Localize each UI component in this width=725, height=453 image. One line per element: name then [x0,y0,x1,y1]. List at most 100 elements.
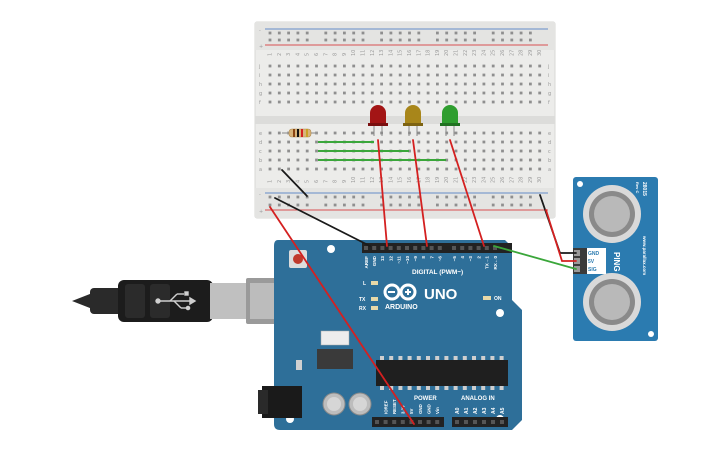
analog-pin-label: A4 [491,407,497,414]
column-number: 22 [463,50,469,56]
column-number: 9 [342,180,348,183]
column-number: 26 [500,177,506,183]
column-number: 9 [342,53,348,56]
row-letter: c [548,149,551,155]
pin-label: AREF [364,256,369,269]
column-number: 2 [277,180,283,183]
column-number: 25 [491,177,497,183]
column-number: 11 [361,177,367,183]
column-number: 21 [454,50,460,56]
wire-sensor-sig [493,245,577,270]
dc-power-jack [258,386,302,418]
header-pin [473,420,477,424]
analog-pin-label: A2 [473,407,479,414]
ping-ultrasonic-sensor: GND 5V SIG PING 28015 Rev C www.parallax… [573,177,658,341]
header-pin [429,246,434,250]
transducer-top [583,185,641,243]
analog-pin-label: A3 [482,407,488,414]
power-pin-label: 5V [409,409,414,414]
column-number: 26 [500,50,506,56]
column-number: 10 [351,177,357,183]
column-number: 5 [305,180,311,183]
column-number: 28 [519,50,525,56]
row-letter: j [547,64,549,70]
row-letter: b [548,158,551,164]
header-pin [413,246,418,250]
column-number: 6 [314,53,320,56]
column-number: 29 [528,50,534,56]
column-number: 12 [370,177,376,183]
sensor-pin-sig: SIG [588,267,597,273]
pin-label: ~5 [452,256,457,262]
pin-label: 8 [421,256,426,259]
rx-label: RX [359,306,367,312]
top-rail-minus: - [259,28,261,34]
column-number: 4 [295,53,301,56]
header-pin [375,420,379,424]
column-number: 6 [314,180,320,183]
column-number: 24 [481,177,487,183]
usb-cable [72,278,282,324]
header-pin [372,246,377,250]
column-number: 21 [454,177,460,183]
column-number: 22 [463,177,469,183]
header-pin [380,246,385,250]
header-pin [421,246,426,250]
header-pin [500,420,504,424]
header-pin [400,420,405,424]
sensor-revision: Rev C [635,182,640,193]
pin-label: ~9 [413,256,418,262]
power-label: POWER [414,396,437,402]
header-pin [460,246,465,250]
column-number: 1 [268,53,274,56]
column-number: 14 [388,50,394,56]
bottom-rail-minus: - [259,192,261,198]
digital-label: DIGITAL (PWM~) [412,269,463,276]
column-number: 18 [426,50,432,56]
arduino-logo-icon [383,283,417,301]
column-number: 19 [435,50,441,56]
pin-label: TX→1 [485,256,490,269]
row-letter: g [259,91,262,97]
row-letter: d [548,140,551,146]
pin-label: ~11 [397,256,402,264]
row-letter: a [548,167,551,173]
column-number: 15 [398,50,404,56]
header-pin [452,246,456,250]
pin-label: 12 [388,256,393,262]
row-letter: j [258,64,260,70]
on-label: ON [494,296,502,302]
header-pin [405,246,409,250]
atmega-chip [376,356,508,390]
column-number: 14 [388,177,394,183]
power-pin-label: Vin [435,407,440,414]
sensor-name: PING [612,252,621,272]
column-number: 29 [528,177,534,183]
brand-text: ARDUINO [385,304,418,311]
header-pin [491,420,495,424]
sensor-pin-gnd: GND [588,251,600,257]
led-green [440,105,460,136]
row-letter: e [548,131,551,137]
row-letter: h [259,82,262,88]
column-number: 7 [323,53,329,56]
column-number: 30 [537,50,543,56]
column-number: 30 [537,177,543,183]
row-letter: h [548,82,551,88]
capacitors [322,392,372,416]
row-letter: g [548,91,551,97]
column-number: 23 [472,177,478,183]
row-letter: i [259,73,260,79]
wire-green-led-to-pin2 [449,139,485,247]
wire-red-led-to-pin12 [377,139,388,247]
power-analog-header [375,420,504,424]
column-number: 3 [286,53,292,56]
breadboard-green-jumpers [318,141,446,161]
column-number: 16 [407,177,413,183]
header-pin [476,246,481,250]
wire-sensor-5v [545,209,577,262]
column-number: 13 [379,50,385,56]
digital-header [364,246,497,250]
header-pin [493,246,497,250]
